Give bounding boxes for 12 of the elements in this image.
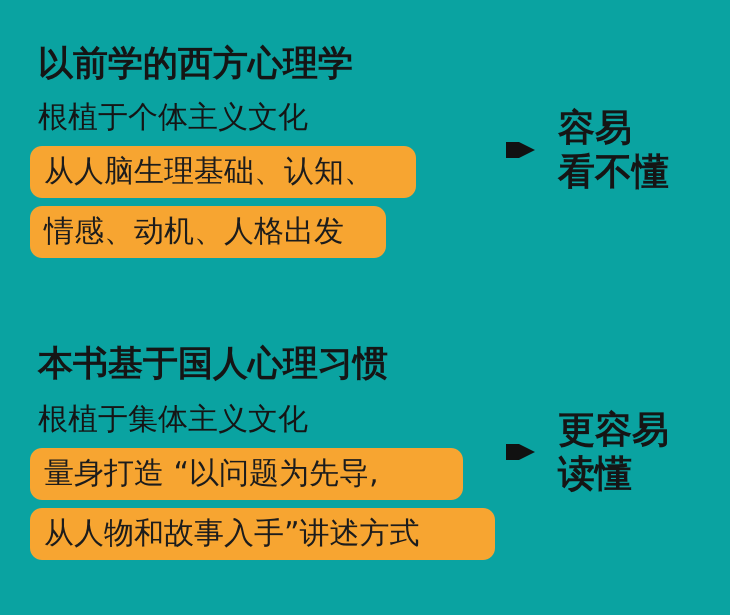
result-text: 容易 看不懂 xyxy=(535,106,669,194)
highlight-band: 量身打造 “以问题为先导, xyxy=(30,448,463,500)
arrow xyxy=(506,444,535,460)
subheading: 根植于集体主义文化 xyxy=(38,401,308,439)
heading: 本书基于国人心理习惯 xyxy=(38,343,388,386)
highlight-band: 从人脑生理基础、认知、 xyxy=(30,146,416,198)
arrow xyxy=(506,142,535,158)
highlight-band: 从人物和故事入手”讲述方式 xyxy=(30,508,495,560)
subheading: 根植于个体主义文化 xyxy=(38,99,308,137)
heading: 以前学的西方心理学 xyxy=(38,43,353,86)
result-text: 更容易 读懂 xyxy=(535,408,669,496)
highlight-band: 情感、动机、人格出发 xyxy=(30,206,386,258)
